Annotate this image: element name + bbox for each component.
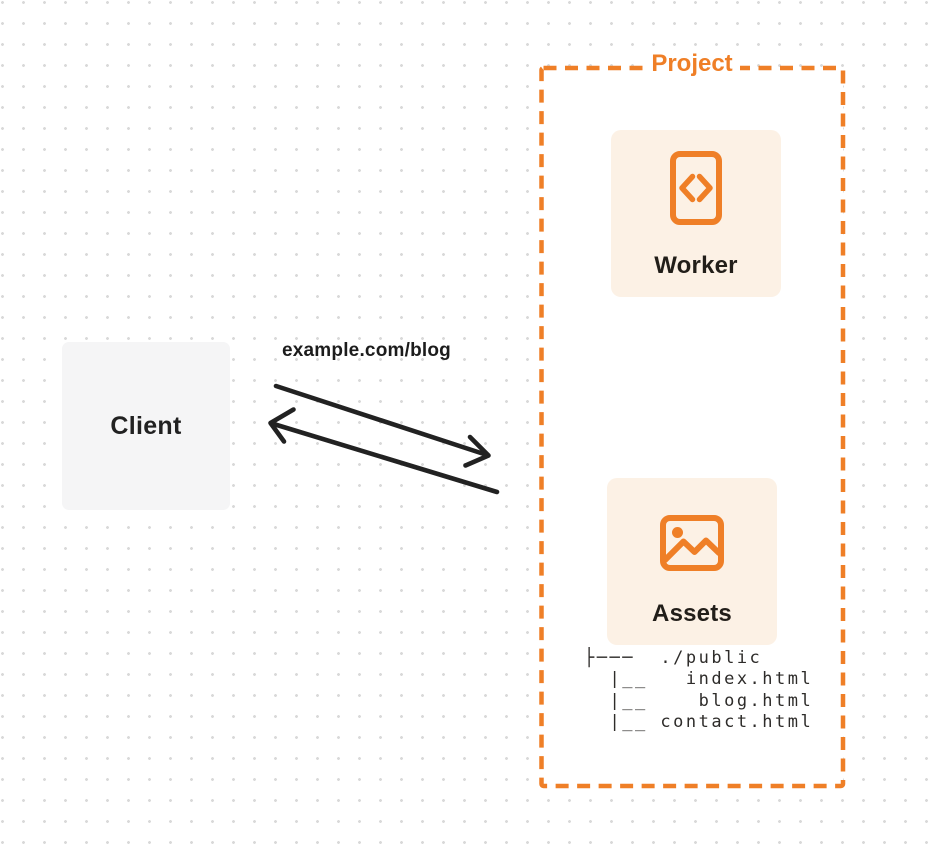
file-tree-line: ├─── ./public xyxy=(584,648,763,668)
image-icon xyxy=(660,515,724,571)
file-tree-line: |__ index.html xyxy=(584,669,814,690)
project-title: Project xyxy=(541,50,843,78)
client-node: Client xyxy=(62,342,230,510)
arrowhead-left xyxy=(268,407,296,444)
project-title-label: Project xyxy=(644,50,740,78)
code-file-icon xyxy=(670,151,722,225)
worker-label: Worker xyxy=(654,252,738,279)
request-url-label: example.com/blog xyxy=(282,340,451,361)
file-tree-line: |__ contact.html xyxy=(584,711,814,732)
client-label: Client xyxy=(110,411,182,440)
arrowhead-right xyxy=(463,434,491,468)
response-arrow xyxy=(268,407,500,495)
worker-node: Worker xyxy=(611,130,781,297)
assets-node: Assets xyxy=(607,478,777,645)
assets-label: Assets xyxy=(652,600,732,627)
request-arrow xyxy=(273,383,491,468)
file-tree-line: |__ blog.html xyxy=(584,690,814,711)
assets-file-tree: ├─── ./public |__ index.html |__ blog.ht… xyxy=(584,648,813,733)
